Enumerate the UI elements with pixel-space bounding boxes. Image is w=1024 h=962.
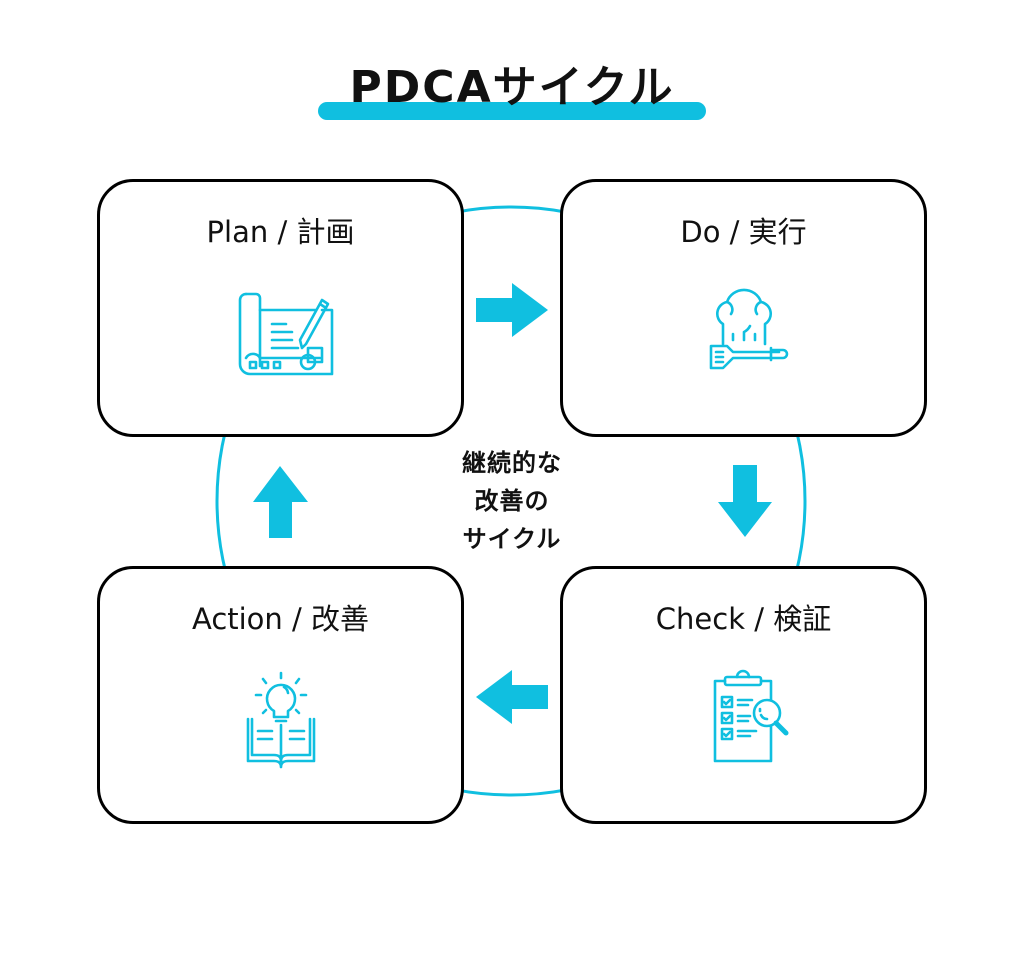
lightbulb-book-icon [246,671,315,769]
cycle-ring [215,205,807,797]
center-caption: 継続的な 改善の サイクル [430,444,594,558]
page-title: PDCAサイクル [349,62,675,113]
blueprint-pencil-icon [238,292,333,376]
center-caption-line: 改善の [474,487,550,515]
step-box-action: Action / 改善 [97,566,464,824]
title-underline [318,102,706,120]
chef-hat-spatula-icon [709,288,788,370]
arrow-do-to-check [718,465,772,537]
arrow-check-to-action [476,670,548,724]
step-label-do: Do / 実行 [680,215,807,249]
step-label-plan: Plan / 計画 [206,215,355,249]
arrow-plan-to-do [476,283,548,337]
step-box-check: Check / 検証 [560,566,927,824]
step-label-check: Check / 検証 [655,602,832,636]
step-box-do: Do / 実行 [560,179,927,437]
clipboard-magnifier-icon [713,669,788,763]
center-caption-line: 継続的な [462,449,562,477]
step-box-plan: Plan / 計画 [97,179,464,437]
title-block: PDCAサイクル [318,60,706,124]
arrow-action-to-plan [253,466,308,538]
step-label-action: Action / 改善 [191,602,370,636]
center-caption-line: サイクル [462,525,562,553]
